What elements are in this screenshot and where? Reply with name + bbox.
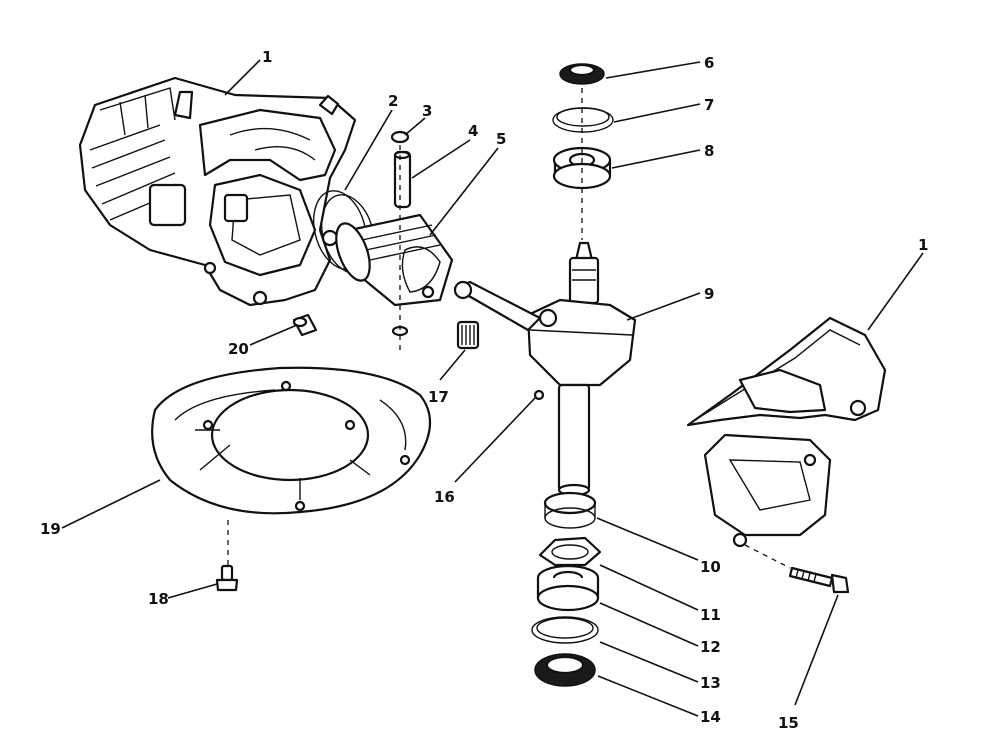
needle-bearing [456,320,480,350]
callout-8: 8 [704,142,714,160]
callout-11: 11 [700,606,721,624]
leader-lines [61,59,924,717]
lower-clip [538,536,602,567]
callout-16: 16 [434,488,455,506]
crankshaft [453,241,637,497]
callout-18: 18 [148,590,169,608]
top-seal [559,63,605,85]
woodruff-key [533,389,545,401]
lower-seal [534,653,596,687]
callout-19: 19 [40,520,61,538]
gasket-plate [151,366,431,515]
top-ring [552,107,614,133]
cylinder-block [78,76,357,307]
callout-1-right: 1 [918,236,928,254]
callout-1: 1 [262,48,272,66]
lower-bearing [536,564,600,612]
bearing-retainer [543,491,597,529]
callout-7: 7 [704,96,714,114]
crankcase-cover [686,316,887,548]
callout-labels: 1 2 3 4 5 6 7 8 9 1 10 11 12 13 14 15 16… [40,48,928,732]
callout-5: 5 [496,130,506,148]
callout-6: 6 [704,54,714,72]
callout-12: 12 [700,638,721,656]
callout-15: 15 [778,714,799,732]
callout-4: 4 [468,122,478,140]
callout-3: 3 [422,102,432,120]
bolt [788,566,850,594]
top-bearing [552,146,612,190]
bolt-axis [744,544,791,569]
callout-9: 9 [704,285,714,303]
callout-10: 10 [700,558,721,576]
callout-17: 17 [428,388,449,406]
callout-20: 20 [228,340,249,358]
retainer-clip [390,130,410,337]
dowel-pin [292,313,318,337]
callout-14: 14 [700,708,721,726]
piston [335,213,454,307]
wrist-pin [393,150,412,209]
callout-13: 13 [700,674,721,692]
callout-2: 2 [388,92,398,110]
screw-small [215,564,239,592]
lower-ring [531,616,599,644]
